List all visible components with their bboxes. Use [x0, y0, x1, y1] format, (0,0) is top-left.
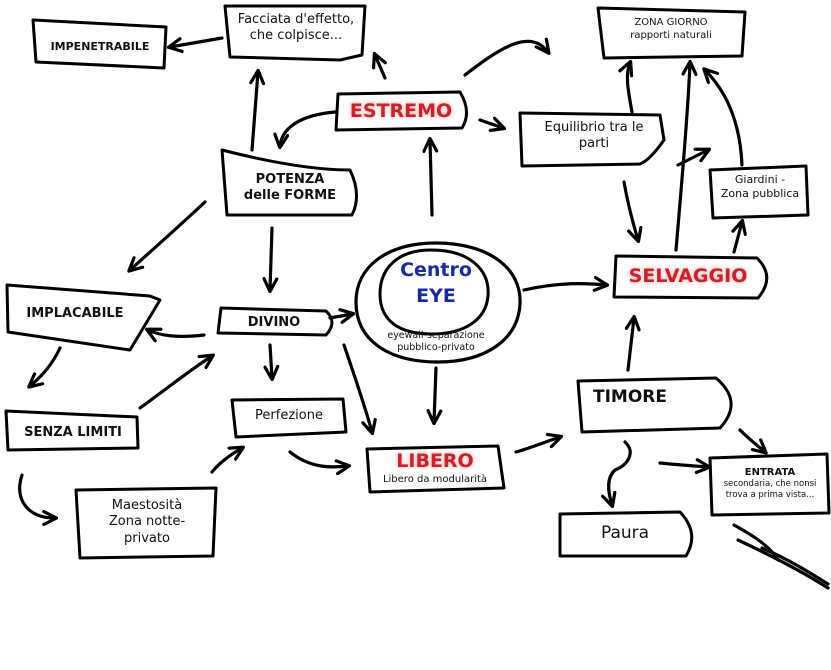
- perfezione-box: [230, 397, 348, 439]
- maestosita-box: [74, 486, 218, 560]
- equilibrio-line2: parti: [578, 136, 610, 152]
- facciata-box: [223, 4, 367, 62]
- arrow-facciata-impenetrabile: [166, 36, 224, 53]
- equilibrio-line1: Equilibrio tra le: [544, 120, 644, 135]
- implacabile-box: [5, 283, 162, 352]
- arrow-estremo-potenza: [273, 110, 337, 150]
- potenza-line1: POTENZA: [255, 172, 325, 187]
- divino-box: [216, 306, 334, 337]
- scribble-corner-3: [732, 523, 780, 562]
- potenza-box: [220, 148, 358, 217]
- giardini-line2: Zona pubblica: [720, 186, 800, 200]
- arrow-senza-limiti-maestosita: [18, 473, 59, 526]
- perfezione-label: Perfezione: [255, 408, 323, 423]
- entrata-line2: secondaria, che nonsi: [723, 479, 817, 489]
- arrow-divino-implacabile: [144, 327, 206, 343]
- arrow-potenza-divino: [262, 226, 279, 294]
- senza-limiti-label: SENZA LIMITI: [24, 425, 122, 440]
- maestosita-line1: Maestosità: [111, 498, 183, 513]
- arrow-senza-limiti-divino: [138, 353, 215, 410]
- implacabile-label: IMPLACABILE: [26, 306, 124, 321]
- arrow-maestosita-perfezione: [210, 445, 245, 474]
- timore-box: [576, 376, 733, 434]
- arrow-timore-entrata: [738, 428, 768, 455]
- entrata-box: [708, 452, 831, 517]
- zona-giorno-line1: ZONA GIORNO: [634, 17, 708, 28]
- center-title-line2: EYE: [416, 284, 456, 307]
- paura-label: Paura: [600, 523, 650, 543]
- facciata-line2: che colpisce...: [249, 28, 343, 44]
- arrow-divino-libero: [342, 343, 377, 436]
- arrow-divino-perfezione: [263, 343, 280, 382]
- center-title: Centro EYE: [386, 258, 486, 309]
- potenza-label: POTENZA delle FORME: [232, 172, 348, 205]
- arrow-selvaggio-giardini: [731, 218, 747, 254]
- arrow-divino-center: [328, 308, 356, 324]
- impenetrabile-label: IMPENETRABILE: [50, 40, 150, 53]
- giardini-box: [708, 164, 810, 220]
- arrow-estremo-up-right: [463, 37, 551, 77]
- entrata-label: ENTRATA secondaria, che nonsi trova a pr…: [712, 466, 828, 501]
- libero-box: [365, 444, 506, 494]
- timore-label: TIMORE: [593, 387, 667, 407]
- arrow-potenza-implacabile: [127, 200, 207, 273]
- libero-caption: Libero da modularità: [382, 474, 488, 485]
- arrow-selvaggio-zona-giorno: [674, 59, 698, 252]
- zona-giorno-box: [596, 6, 747, 60]
- facciata-label: Facciata d'effetto, che colpisce...: [228, 12, 364, 45]
- giardini-label: Giardini - Zona pubblica: [714, 173, 806, 201]
- center-caption-line2: pubblico-privato: [397, 341, 475, 353]
- impenetrabile-box: [31, 18, 168, 70]
- arrow-implacabile-senza-limiti: [27, 346, 62, 389]
- arrow-timore-entrata-long: [658, 458, 712, 475]
- arrow-center-selvaggio: [522, 275, 610, 292]
- arrow-potenza-facciata: [249, 68, 266, 152]
- maestosita-label: Maestosità Zona notte- privato: [80, 498, 214, 547]
- arrow-perfezione-libero: [288, 450, 352, 476]
- arrow-center-libero: [426, 366, 443, 426]
- arrow-libero-timore: [514, 432, 564, 454]
- zona-giorno-line2: rapporti naturali: [630, 29, 712, 41]
- equilibrio-box: [518, 111, 666, 168]
- arrow-estremo-equilibrio: [478, 116, 507, 132]
- entrata-line1: ENTRATA: [744, 467, 796, 478]
- arrow-equilibrio-zona-giorno: [618, 59, 634, 114]
- libero-label: LIBERO: [396, 450, 474, 472]
- center-inner-ring: [378, 248, 490, 336]
- entrata-line3: trova a prima vista...: [725, 490, 815, 501]
- equilibrio-label: Equilibrio tra le parti: [524, 120, 664, 153]
- paura-box: [558, 510, 694, 558]
- estremo-box: [334, 90, 468, 132]
- senza-limiti-box: [4, 409, 140, 452]
- maestosita-line2: Zona notte-: [108, 514, 186, 530]
- scribble-corner-1: [736, 538, 830, 590]
- selvaggio-box: [612, 254, 769, 300]
- arrow-timore-paura: [600, 440, 632, 509]
- estremo-label: ESTREMO: [349, 100, 453, 122]
- selvaggio-label: SELVAGGIO: [628, 265, 748, 287]
- arrow-estremo-facciata: [371, 51, 387, 80]
- zona-giorno-label: ZONA GIORNO rapporti naturali: [606, 17, 736, 42]
- center-caption: eyewall-separazione pubblico-privato: [378, 330, 494, 354]
- arrow-timore-selvaggio: [624, 314, 641, 372]
- center-outer-ring: [354, 241, 522, 364]
- facciata-line1: Facciata d'effetto,: [237, 12, 355, 27]
- giardini-line1: Giardini -: [734, 173, 786, 186]
- center-caption-line1: eyewall-separazione: [387, 330, 485, 341]
- maestosita-line3: privato: [124, 530, 170, 546]
- arrow-center-estremo: [422, 136, 439, 217]
- arrow-giardini-zona-giorno: [702, 67, 744, 167]
- divino-label: DIVINO: [247, 315, 301, 330]
- center-title-line1: Centro: [400, 259, 472, 281]
- arrow-equilibrio-selvaggio: [622, 180, 643, 244]
- potenza-line2: delle FORME: [243, 188, 337, 204]
